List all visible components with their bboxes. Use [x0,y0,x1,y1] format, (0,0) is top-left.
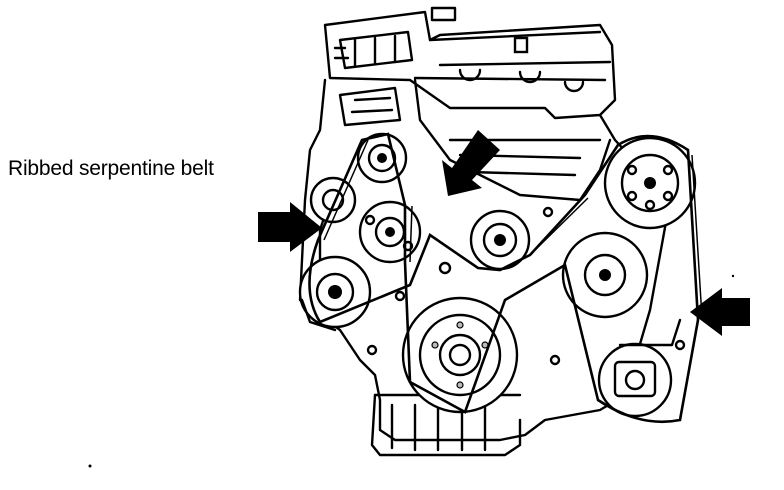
serpentine-belt [308,132,703,424]
idler-pulley-center [469,209,531,271]
arrow-down-left-icon [442,130,500,196]
belt-callout-label: Ribbed serpentine belt [8,157,214,180]
crankshaft-pulley [401,296,519,414]
water-pump-pulley [561,231,649,319]
engine-head [323,6,617,120]
alternator-pulley [603,136,697,230]
top-idler-pulley [356,132,408,184]
ac-compressor-pulley [597,318,682,418]
arrow-right-icon [258,202,322,252]
arrow-left-icon [690,288,750,336]
